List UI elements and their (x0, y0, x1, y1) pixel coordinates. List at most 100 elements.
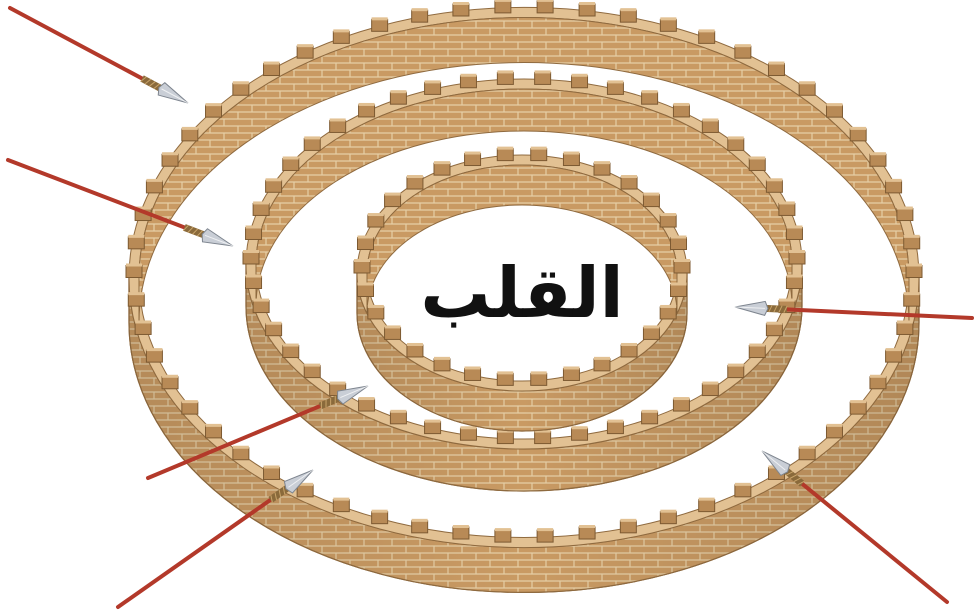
merlon (850, 402, 866, 414)
merlon (266, 324, 282, 336)
merlon (642, 412, 658, 424)
merlon (786, 277, 802, 289)
merlon (460, 428, 476, 440)
merlon (243, 252, 259, 264)
merlon (128, 237, 144, 249)
merlon (385, 327, 401, 339)
merlon (465, 154, 481, 166)
merlon (434, 359, 450, 371)
merlon (749, 346, 765, 358)
merlon (146, 350, 162, 362)
merlon (128, 294, 144, 306)
merlon (390, 92, 406, 104)
merlon (572, 76, 588, 88)
merlon (304, 366, 320, 378)
merlon (146, 181, 162, 193)
merlon (372, 512, 388, 524)
merlon (766, 180, 782, 192)
heart-label: القلب (407, 248, 637, 338)
merlon (495, 530, 511, 542)
merlon (253, 301, 269, 313)
merlon (412, 521, 428, 533)
merlon (563, 154, 579, 166)
merlon (390, 412, 406, 424)
merlon (357, 284, 373, 296)
merlon (735, 46, 751, 58)
merlon (497, 373, 513, 385)
merlon (699, 500, 715, 512)
merlon (407, 177, 423, 189)
merlon (453, 4, 469, 16)
merlon (246, 227, 262, 239)
merlon (674, 261, 690, 273)
merlon (660, 512, 676, 524)
merlon (749, 158, 765, 170)
merlon (333, 31, 349, 43)
merlon (497, 432, 513, 444)
merlon (766, 324, 782, 336)
merlon (535, 72, 551, 84)
merlon (434, 163, 450, 175)
merlon (354, 261, 370, 273)
merlon (304, 138, 320, 150)
merlon (594, 163, 610, 175)
merlon (233, 448, 249, 460)
merlon (897, 209, 913, 221)
merlon (886, 181, 902, 193)
merlon (620, 521, 636, 533)
merlon (904, 294, 920, 306)
merlon (786, 227, 802, 239)
merlon (135, 322, 151, 334)
spear-icon (762, 451, 947, 602)
merlon (850, 129, 866, 141)
merlon (728, 138, 744, 150)
merlon (535, 432, 551, 444)
merlon (643, 327, 659, 339)
merlon (870, 154, 886, 166)
merlon (643, 195, 659, 207)
merlon (264, 64, 280, 76)
merlon (497, 149, 513, 161)
merlon (425, 82, 441, 94)
merlon (660, 215, 676, 227)
merlon (579, 4, 595, 16)
merlon (735, 485, 751, 497)
merlon (465, 368, 481, 380)
merlon (799, 83, 815, 95)
merlon (537, 530, 553, 542)
merlon (768, 64, 784, 76)
merlon (233, 83, 249, 95)
merlon (579, 527, 595, 539)
merlon (673, 399, 689, 411)
merlon (453, 527, 469, 539)
merlon (283, 158, 299, 170)
merlon (673, 105, 689, 117)
merlon (870, 377, 886, 389)
merlon (563, 368, 579, 380)
merlon (162, 377, 178, 389)
merlon (572, 428, 588, 440)
merlon (702, 120, 718, 132)
merlon (799, 448, 815, 460)
merlon (497, 72, 513, 84)
merlon (368, 215, 384, 227)
merlon (904, 237, 920, 249)
merlon (779, 203, 795, 215)
merlon (671, 238, 687, 250)
merlon (789, 252, 805, 264)
merlon (297, 46, 313, 58)
merlon (897, 322, 913, 334)
merlon (264, 467, 280, 479)
merlon (660, 307, 676, 319)
merlon (359, 105, 375, 117)
merlon (906, 266, 922, 278)
spear-icon (10, 8, 188, 103)
merlon (246, 277, 262, 289)
merlon (412, 10, 428, 22)
merlon (359, 399, 375, 411)
merlon (660, 19, 676, 31)
merlon (206, 426, 222, 438)
merlon (126, 266, 142, 278)
merlon (728, 366, 744, 378)
merlon (531, 373, 547, 385)
